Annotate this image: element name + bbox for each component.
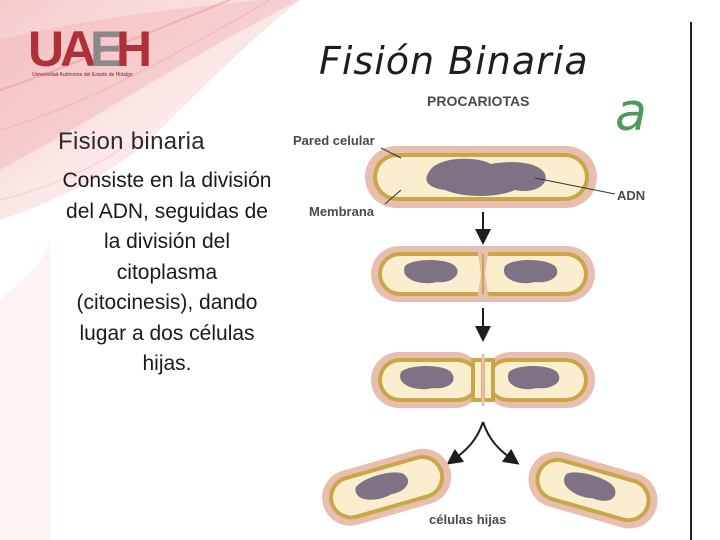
label-membrane: Membrana bbox=[309, 204, 375, 219]
university-logo: UA E H bbox=[28, 21, 153, 77]
dna-blob bbox=[400, 366, 454, 390]
split-arrow-left bbox=[446, 421, 484, 465]
mother-cell bbox=[365, 146, 597, 208]
svg-text:UA: UA bbox=[28, 21, 95, 77]
split-arrow-right bbox=[482, 421, 520, 465]
label-daughter-cells: células hijas bbox=[429, 512, 506, 527]
dna-blob bbox=[507, 366, 560, 390]
corner-glyph: a bbox=[615, 83, 647, 143]
dna-blob bbox=[564, 472, 616, 501]
logo-caption: Universidad Autónoma del Estado de Hidal… bbox=[32, 72, 133, 78]
slide-title: Fision binaria bbox=[58, 128, 205, 155]
label-dna: ADN bbox=[617, 188, 645, 203]
diagram-title: Fisión Binaria bbox=[319, 39, 589, 83]
dividing-cell bbox=[371, 246, 595, 302]
diagram-subtitle: PROCARIOTAS bbox=[427, 93, 529, 109]
septum-cells bbox=[371, 352, 595, 408]
label-cell-wall: Pared celular bbox=[293, 133, 375, 148]
dna-blob bbox=[503, 260, 558, 284]
binary-fission-diagram: Fisión Binaria PROCARIOTAS a Pared celul… bbox=[277, 22, 692, 540]
slide-body-text: Consiste en la división del ADN, seguida… bbox=[62, 169, 272, 375]
dna-blob bbox=[426, 158, 546, 196]
dna-blob bbox=[355, 472, 408, 500]
svg-text:H: H bbox=[116, 21, 149, 77]
daughter-cell-left bbox=[322, 448, 452, 526]
dna-blob bbox=[404, 260, 458, 284]
daughter-cell-right bbox=[528, 451, 658, 529]
